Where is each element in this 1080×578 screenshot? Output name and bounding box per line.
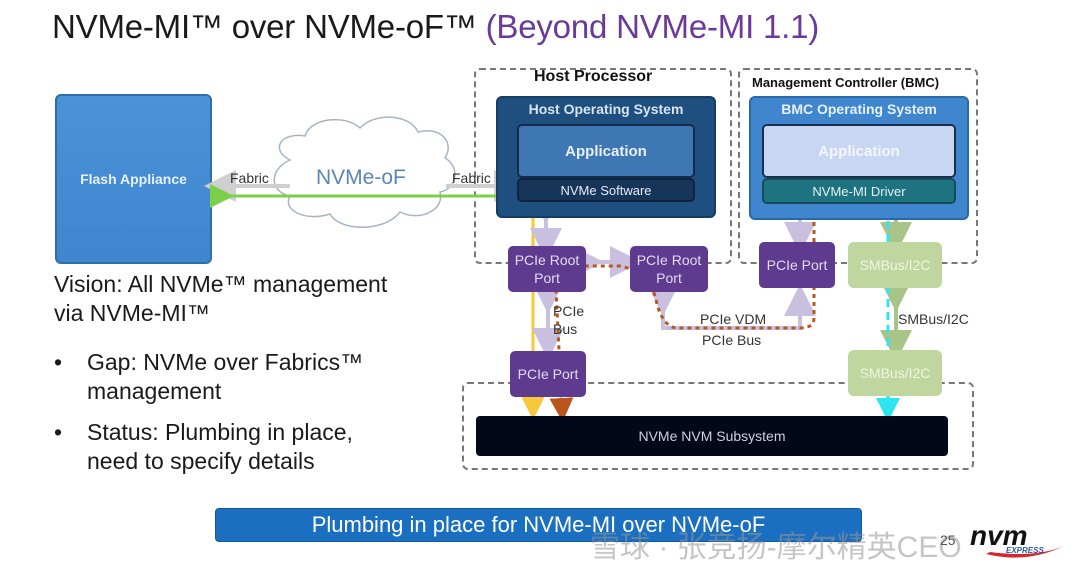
nvme-software: NVMe Software — [517, 178, 695, 202]
nvme-mi-driver: NVMe-MI Driver — [762, 178, 956, 204]
nvm-express-logo: nvm EXPRESS — [966, 520, 1066, 560]
pcie-bus-vertical-label: PCIe Bus — [553, 303, 585, 337]
fabric-label-right: Fabric — [452, 170, 491, 186]
bmc-label: Management Controller (BMC) — [752, 75, 940, 90]
status-line-2: need to specify details — [87, 448, 315, 474]
cloud-label: NVMe-oF — [316, 166, 406, 189]
nvm-express-logo-icon — [986, 546, 1064, 558]
smbus-link-label: SMBus/I2C — [898, 311, 969, 327]
bmc-application: Application — [762, 124, 956, 178]
nvm-subsystem: NVMe NVM Subsystem — [476, 416, 948, 456]
bmc-os-label: BMC Operating System — [781, 101, 937, 117]
subsystem-pcie-port: PCIe Port — [510, 351, 586, 397]
vision-line-2: via NVMe-MI™ — [54, 300, 210, 326]
bmc-smbus: SMBus/I2C — [848, 242, 942, 288]
flash-appliance: Flash Appliance — [55, 94, 212, 264]
gap-line-1: Gap: NVMe over Fabrics™ — [87, 349, 364, 375]
bullet-text: Vision: All NVMe™ management via NVMe-MI… — [54, 270, 387, 476]
bmc-pcie-port: PCIe Port — [759, 242, 835, 288]
slide-title: NVMe-MI™ over NVMe-oF™ (Beyond NVMe-MI 1… — [52, 8, 819, 46]
gap-line-2: management — [87, 378, 222, 404]
status-line-1: Status: Plumbing in place, — [87, 419, 353, 445]
pcie-root-port-1: PCIe Root Port — [508, 246, 586, 292]
title-main: NVMe-MI™ over NVMe-oF™ — [52, 8, 486, 45]
vision-line-1: Vision: All NVMe™ management — [54, 271, 388, 297]
pcie-root-port-2: PCIe Root Port — [630, 246, 708, 292]
host-application: Application — [517, 124, 695, 178]
page-number: 25 — [940, 532, 956, 548]
host-os-label: Host Operating System — [528, 101, 684, 117]
logo-sub: EXPRESS — [1006, 546, 1044, 555]
logo-text: nvm — [970, 520, 1028, 551]
fabric-label-left: Fabric — [230, 170, 269, 186]
watermark: 雪球 · 张竞扬-摩尔精英CEO — [590, 531, 962, 564]
subsystem-smbus: SMBus/I2C — [848, 350, 942, 396]
host-processor-label: Host Processor — [534, 68, 653, 85]
title-subtitle: (Beyond NVMe-MI 1.1) — [485, 8, 820, 45]
pcie-bus-horizontal-label: PCIe Bus — [702, 332, 762, 348]
bullet-status: • Status: Plumbing in place, need to spe… — [54, 418, 387, 476]
pcie-vdm-label: PCIe VDM — [700, 311, 767, 327]
bullet-gap: • Gap: NVMe over Fabrics™ management — [54, 348, 387, 406]
bullet-dot: • — [54, 349, 63, 375]
footer-banner: Plumbing in place for NVMe-MI over NVMe-… — [215, 508, 862, 542]
bullet-dot: • — [54, 419, 63, 445]
